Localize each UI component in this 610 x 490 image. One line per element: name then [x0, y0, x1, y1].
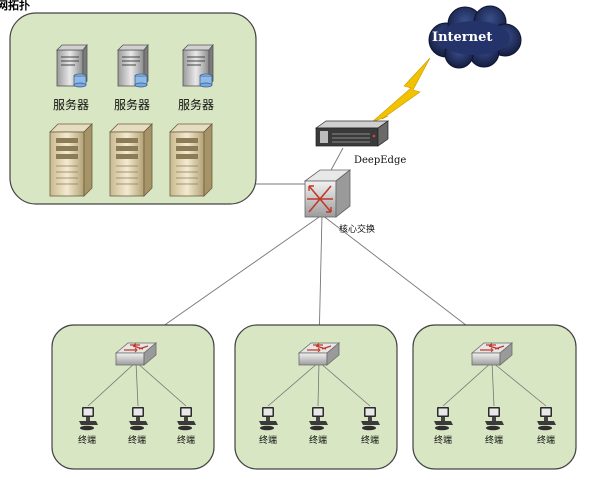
server-icon — [117, 44, 149, 88]
terminal-label: 终端 — [309, 434, 327, 446]
access-group-2: 终端 终端 终端 — [234, 324, 398, 470]
access-group-3: 终端 终端 终端 — [412, 324, 577, 470]
terminal-label: 终端 — [537, 434, 555, 446]
tower-server-icon — [49, 123, 93, 197]
links — [135, 147, 493, 346]
terminal-label: 终端 — [485, 434, 503, 446]
internet-cloud: Internet — [428, 5, 522, 69]
link-core-to-access-1 — [135, 214, 323, 346]
server-label: 服务器 — [178, 97, 214, 112]
terminal-label: 终端 — [177, 434, 195, 446]
access-group-1: 终端 终端 终端 — [51, 324, 215, 470]
link-core-to-access-2 — [318, 214, 323, 346]
lightning-icon — [371, 57, 431, 123]
internet-label: Internet — [432, 30, 492, 45]
access-zone-panel — [412, 324, 577, 470]
terminal-label: 终端 — [434, 434, 452, 446]
core-switch: 核心交换 — [303, 169, 375, 235]
link-core-to-firewall — [329, 147, 344, 173]
terminal-label: 终端 — [78, 434, 96, 446]
server-label: 服务器 — [53, 97, 89, 112]
server-icon — [182, 44, 214, 88]
terminal-label: 终端 — [128, 434, 146, 446]
link-core-to-access-3 — [321, 214, 493, 346]
server-label: 服务器 — [114, 97, 150, 112]
firewall-label: DeepEdge — [354, 155, 406, 166]
core-switch-label: 核心交换 — [339, 223, 375, 235]
tower-server-icon — [169, 123, 213, 197]
terminal-label: 终端 — [361, 434, 379, 446]
tower-server-icon — [109, 123, 153, 197]
firewall-device: DeepEdge — [314, 120, 406, 166]
server-icon — [56, 44, 88, 88]
access-zone-panel — [51, 324, 215, 470]
terminal-label: 终端 — [259, 434, 277, 446]
access-zone-panel — [234, 324, 398, 470]
server-zone: 服务器 服务器 服务器 — [9, 12, 257, 205]
header-fragment: 网拓扑 — [0, 0, 30, 12]
